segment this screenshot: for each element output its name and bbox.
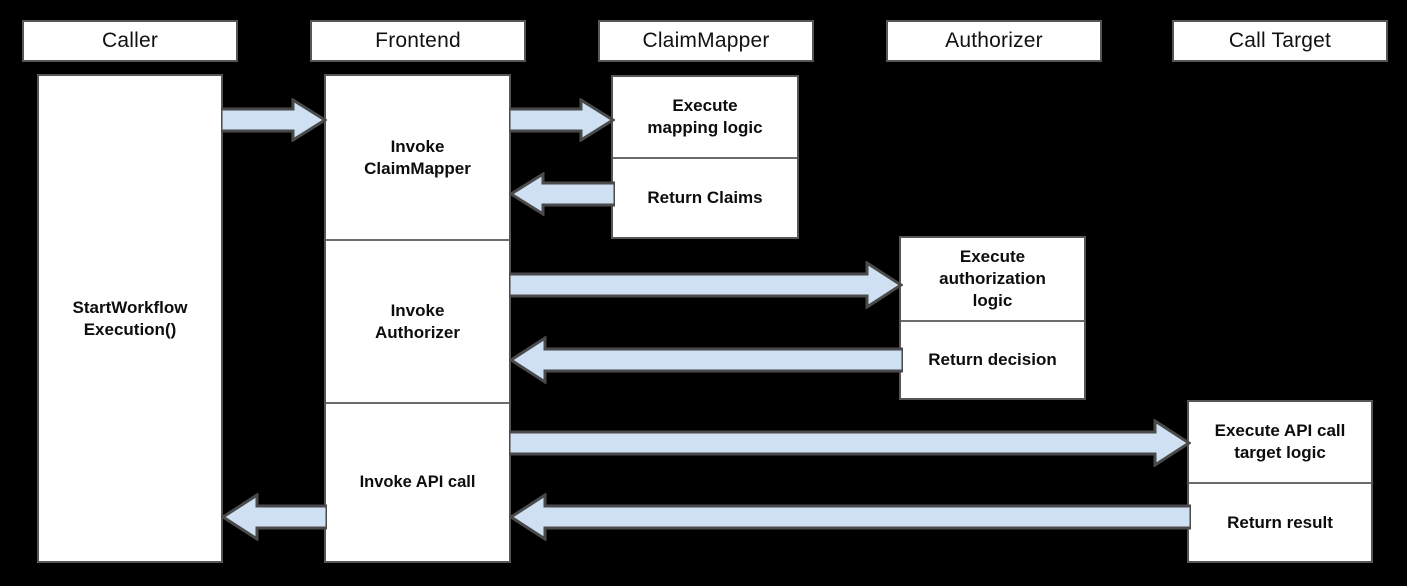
activation-cell-frontend-invoke-api-call: Invoke API call: [326, 402, 509, 561]
message-arrow-calltarget-to-frontend: [509, 493, 1191, 541]
activation-calltarget: Execute API call target logic Return res…: [1187, 400, 1373, 563]
activation-claimmapper: Execute mapping logic Return Claims: [611, 75, 799, 239]
participant-label-authorizer: Authorizer: [945, 29, 1043, 52]
participant-header-claimmapper: ClaimMapper: [598, 20, 814, 62]
activation-cell-caller-startworkflow: StartWorkflow Execution(): [72, 297, 188, 339]
message-arrow-frontend-to-caller: [221, 493, 327, 541]
participant-label-caller: Caller: [101, 29, 159, 52]
participant-header-caller: Caller: [22, 20, 238, 62]
activation-cell-frontend-invoke-authorizer: Invoke Authorizer: [326, 239, 509, 402]
activation-cell-calltarget-return-result: Return result: [1189, 482, 1371, 561]
activation-cell-authorizer-return-decision: Return decision: [901, 320, 1084, 398]
message-arrow-caller-to-frontend: [221, 98, 327, 142]
participant-label-calltarget: Call Target: [1228, 29, 1332, 52]
activation-cell-calltarget-execute-api-call-target-logic: Execute API call target logic: [1214, 421, 1346, 462]
message-arrow-frontend-to-authorizer: [509, 261, 903, 309]
participant-header-calltarget: Call Target: [1172, 20, 1388, 62]
activation-cell-frontend-invoke-claimmapper: Invoke ClaimMapper: [364, 136, 471, 178]
activation-cell-authorizer-execute-authorization-logic: Execute authorization logic: [939, 247, 1046, 310]
participant-label-frontend: Frontend: [375, 29, 461, 52]
participant-header-frontend: Frontend: [310, 20, 526, 62]
message-arrow-claimmapper-to-frontend: [509, 172, 615, 216]
activation-cell-claimmapper-return-claims: Return Claims: [613, 157, 797, 237]
activation-cell-claimmapper-execute-mapping-logic: Execute mapping logic: [647, 96, 763, 137]
participant-header-authorizer: Authorizer: [886, 20, 1102, 62]
message-arrow-frontend-to-calltarget: [509, 419, 1191, 467]
message-arrow-frontend-to-claimmapper: [509, 98, 615, 142]
message-arrow-authorizer-to-frontend: [509, 336, 903, 384]
participant-label-claimmapper: ClaimMapper: [642, 29, 770, 52]
activation-caller: StartWorkflow Execution(): [37, 74, 223, 563]
activation-authorizer: Execute authorization logic Return decis…: [899, 236, 1086, 400]
activation-frontend: Invoke ClaimMapper Invoke Authorizer Inv…: [324, 74, 511, 563]
